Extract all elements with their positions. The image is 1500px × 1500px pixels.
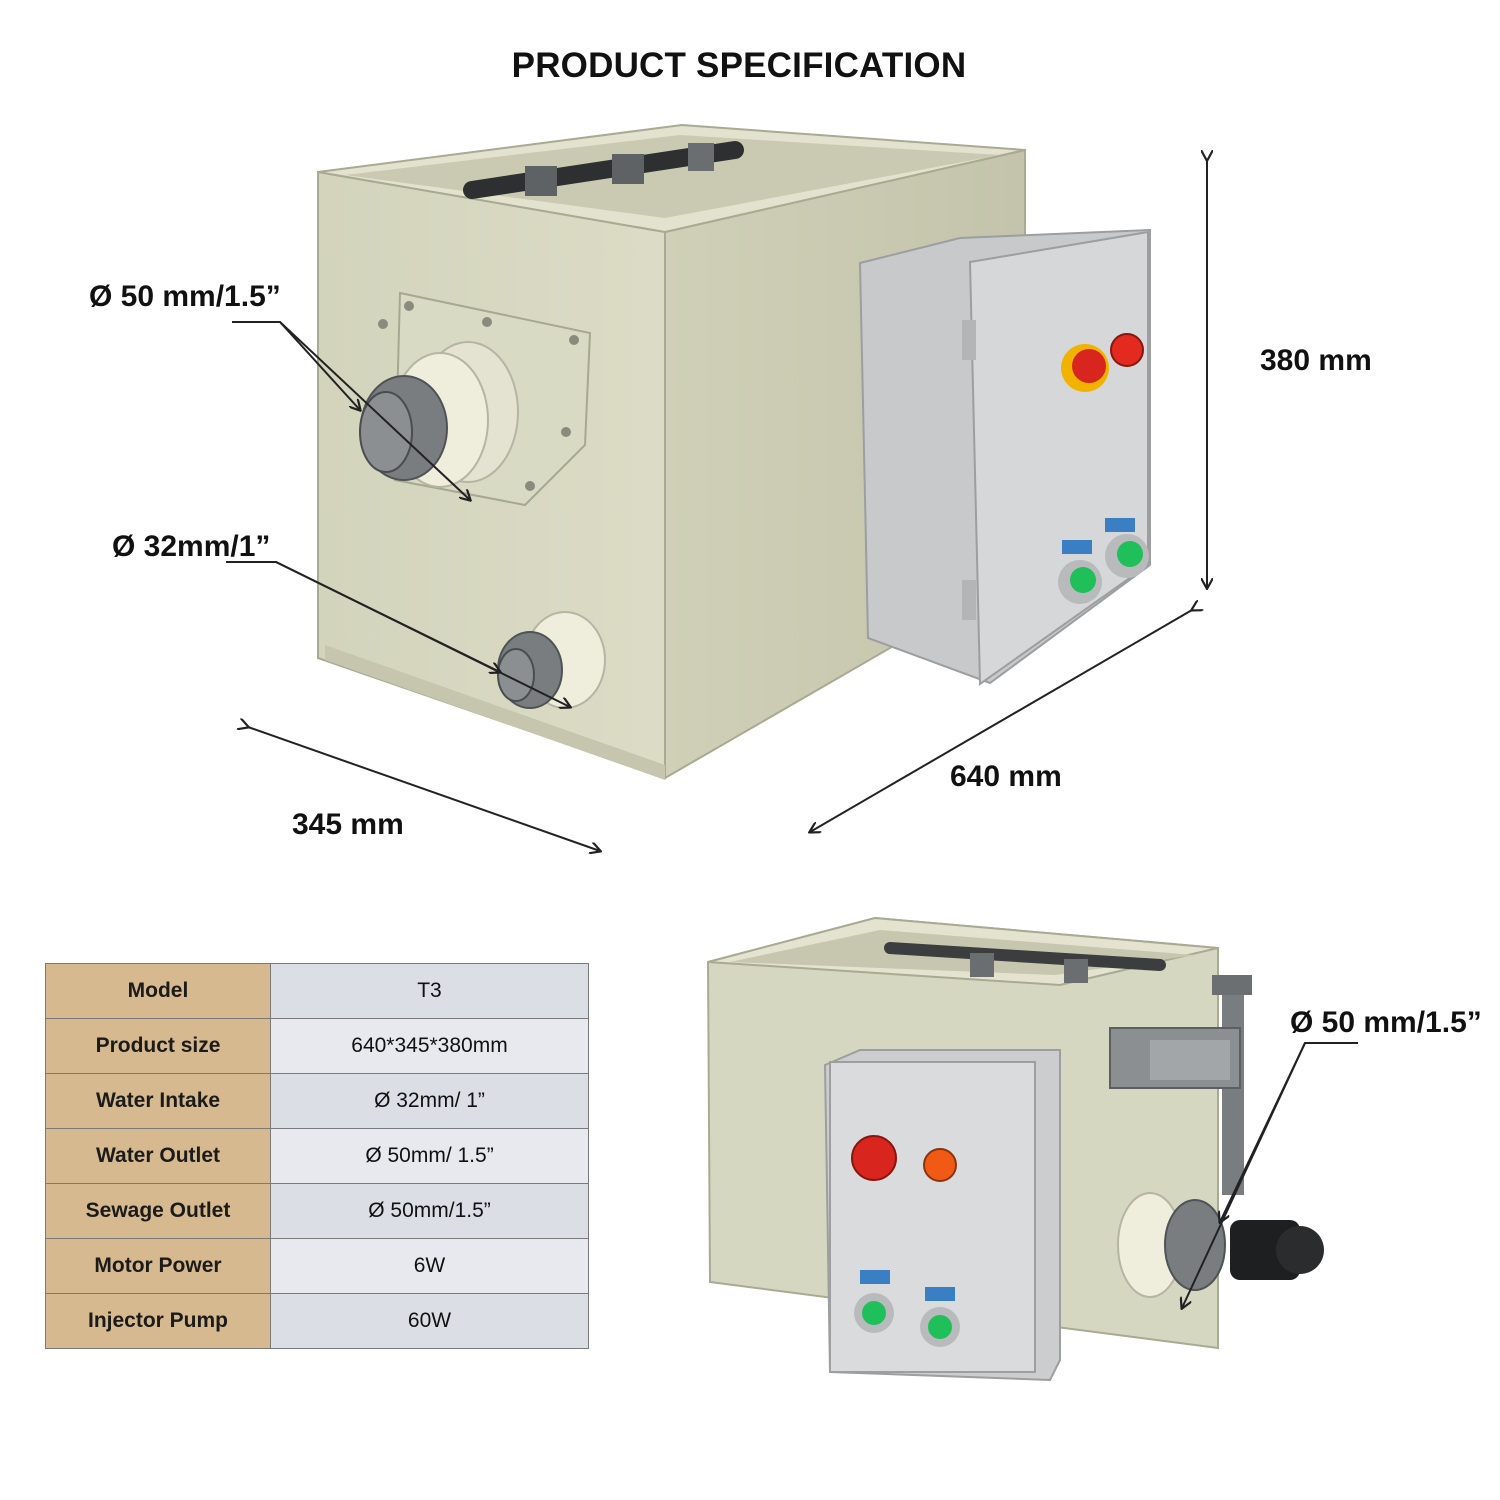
control-box	[858, 228, 1151, 686]
spec-key: Water Outlet	[45, 1128, 271, 1184]
spec-key: Sewage Outlet	[45, 1183, 271, 1239]
outlet-pipe-50mm	[359, 341, 519, 488]
indicator-light-red	[1110, 333, 1144, 367]
spec-value: Ø 32mm/ 1”	[270, 1073, 589, 1129]
injector-pump	[1230, 1220, 1300, 1280]
intake-pipe-32mm	[497, 611, 606, 709]
control-box-front	[823, 1049, 1061, 1382]
length-dimension-arrow	[810, 610, 1192, 832]
start-button-green-2	[1117, 541, 1143, 567]
spec-key: Injector Pump	[45, 1293, 271, 1349]
spec-value: Ø 50mm/ 1.5”	[270, 1128, 589, 1184]
gear-motor	[1109, 1027, 1241, 1089]
intake-diameter-label: Ø 32mm/1”	[112, 530, 271, 563]
spec-value: 6W	[270, 1238, 589, 1294]
top-product-image	[226, 123, 1500, 900]
start-button-green-2	[928, 1315, 952, 1339]
outlet-diameter-label: Ø 50 mm/1.5”	[89, 280, 281, 313]
indicator-light-orange	[923, 1148, 957, 1182]
width-label: 345 mm	[292, 808, 404, 841]
spec-key: Product size	[45, 1018, 271, 1074]
page-title: PRODUCT SPECIFICATION	[511, 46, 967, 85]
emergency-stop-button	[851, 1135, 897, 1181]
spec-value: 60W	[270, 1293, 589, 1349]
width-dimension-arrow	[248, 727, 600, 851]
spec-key: Model	[45, 963, 271, 1019]
spec-key: Water Intake	[45, 1073, 271, 1129]
callout-outlet-bottom	[1182, 1042, 1358, 1308]
start-button-green	[862, 1301, 886, 1325]
spec-value: 640*345*380mm	[270, 1018, 589, 1074]
spec-value: T3	[270, 963, 589, 1019]
filter-tank-rear	[706, 916, 1324, 1350]
length-label: 640 mm	[950, 760, 1062, 793]
spec-value: Ø 50mm/1.5”	[270, 1183, 589, 1239]
height-label: 380 mm	[1260, 344, 1372, 377]
spec-key: Motor Power	[45, 1238, 271, 1294]
sewage-outlet-diameter-label: Ø 50 mm/1.5”	[1290, 1006, 1482, 1039]
callout-outlet-top	[232, 321, 470, 500]
start-button-green	[1070, 567, 1096, 593]
callout-intake	[226, 561, 570, 707]
